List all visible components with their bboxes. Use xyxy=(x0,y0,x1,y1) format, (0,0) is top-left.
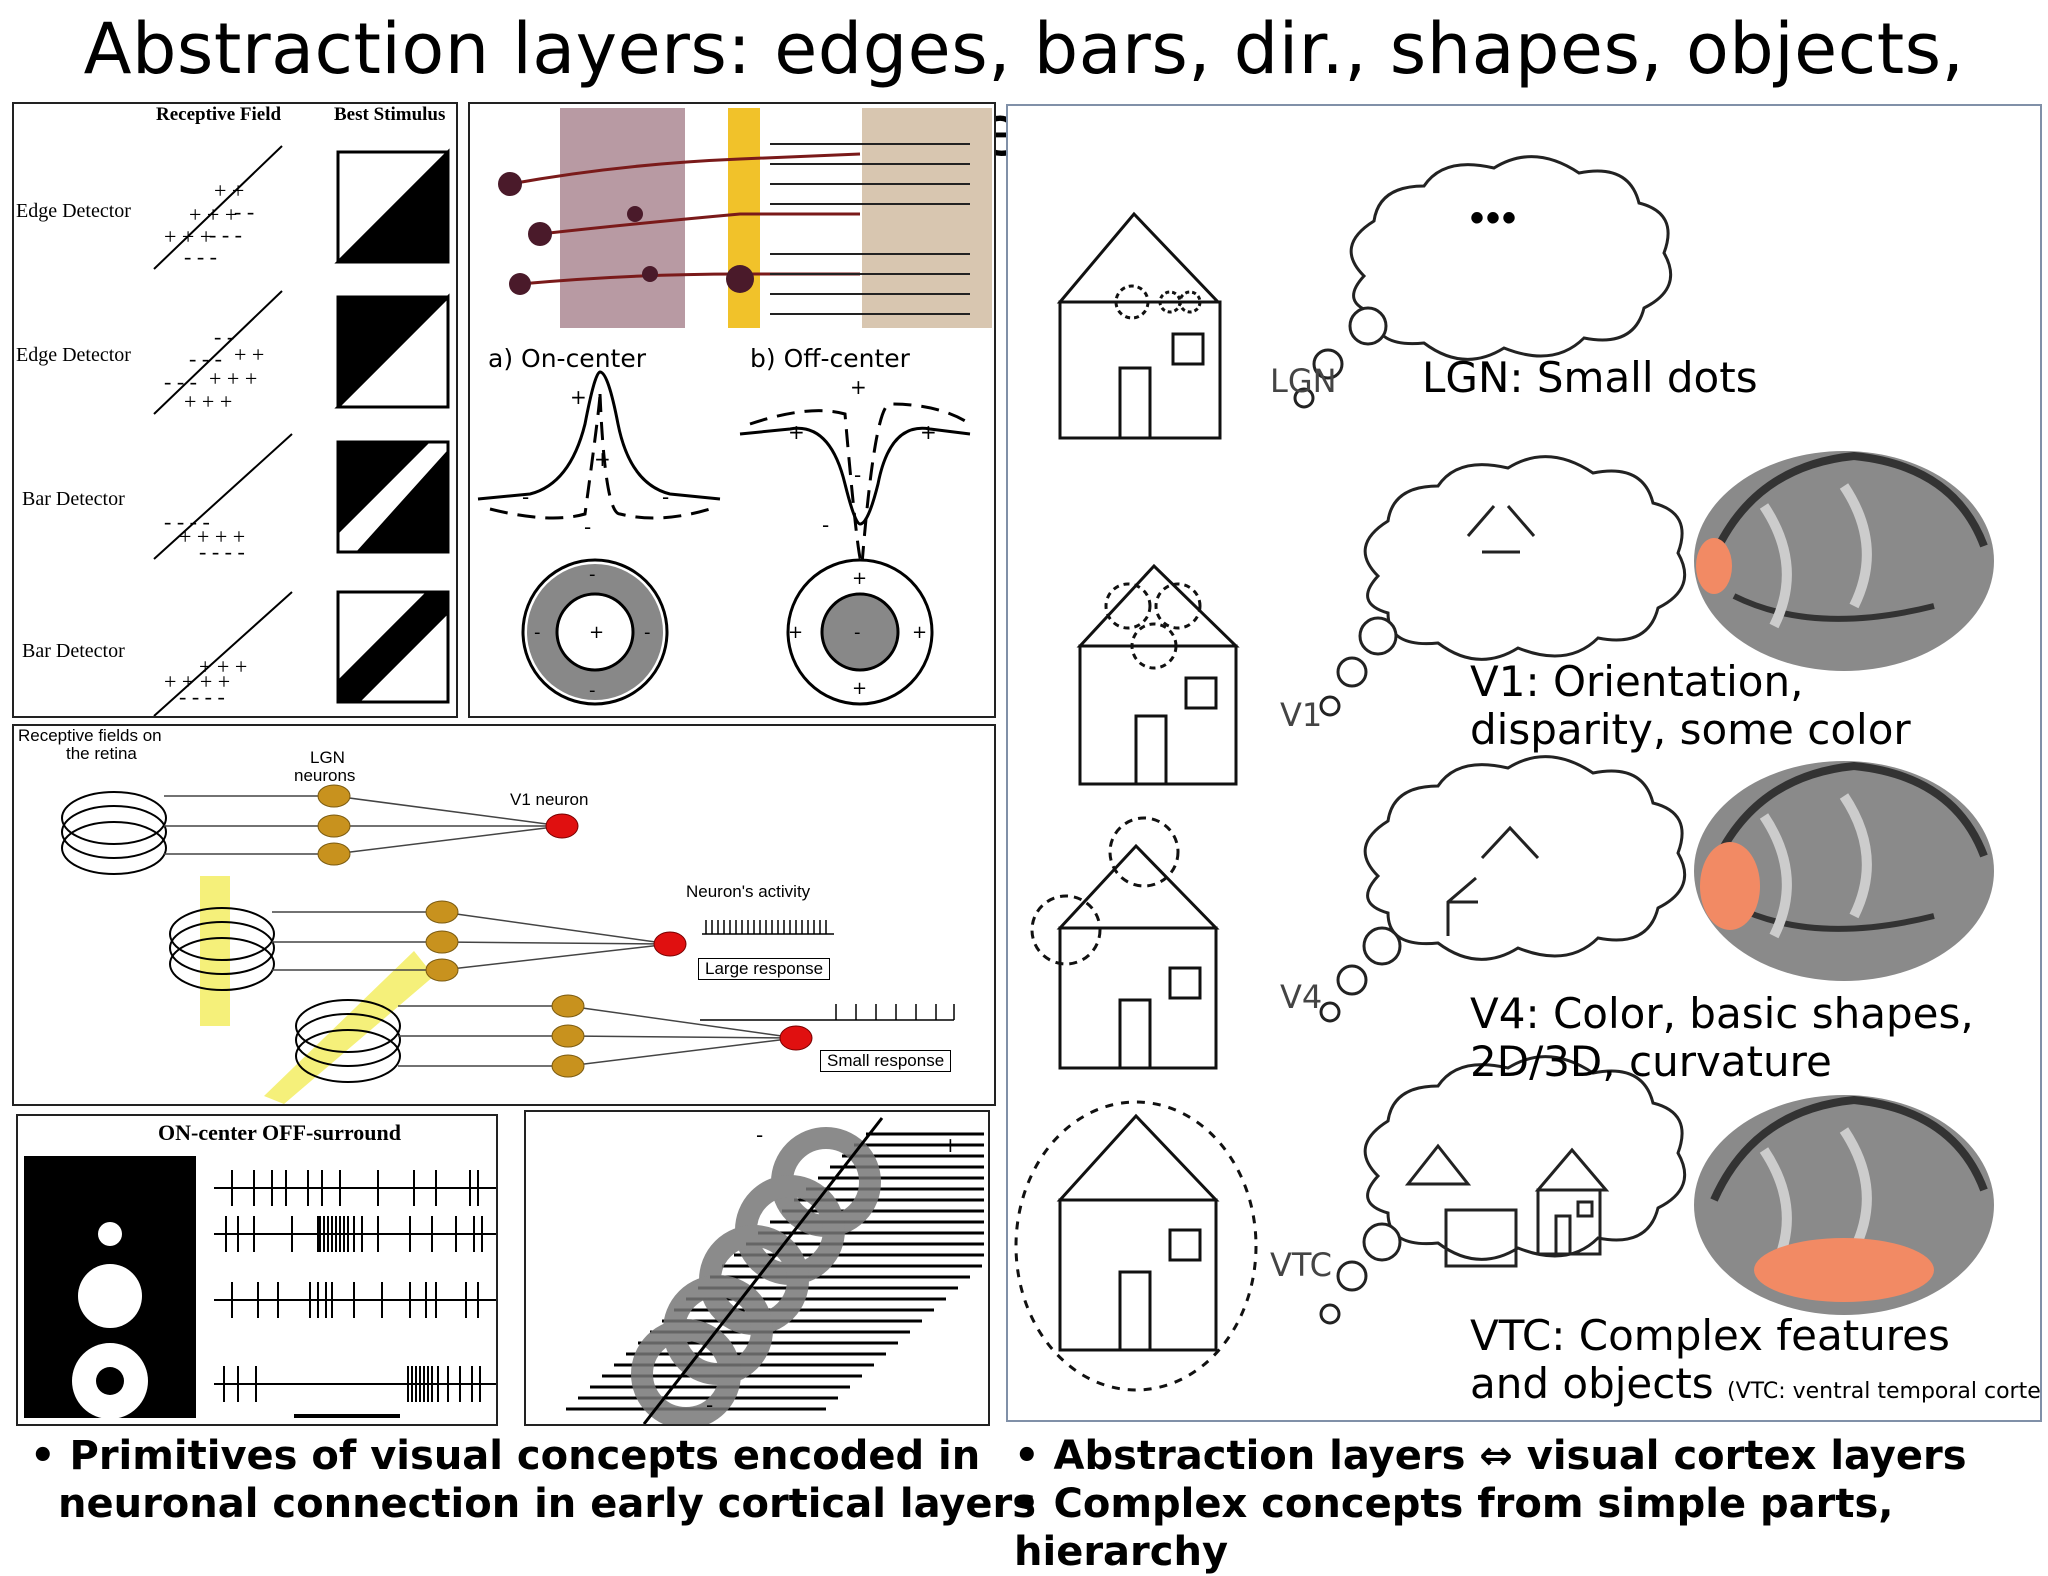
rf-label-line2: the retina xyxy=(66,744,137,763)
svg-text:-: - xyxy=(854,622,861,643)
receptive-field-header: Receptive Field xyxy=(156,104,282,125)
svg-text:+ + + +: + + + + xyxy=(164,669,230,694)
spike-panel-title: ON-center OFF-surround xyxy=(158,1120,401,1145)
oriented-fields-panel: - + - xyxy=(524,1110,990,1426)
svg-text:-: - xyxy=(534,622,541,643)
bullet-left-2: neuronal connection in early cortical la… xyxy=(58,1481,1037,1527)
bullet-right-1-text: Abstraction layers ⇔ visual cortex layer… xyxy=(1053,1433,1967,1479)
svg-text:+ + + +: + + + + xyxy=(179,524,245,549)
svg-text:+ + +: + + + xyxy=(189,202,237,227)
stage-label-v1: V1 xyxy=(1280,696,1323,734)
svg-text:- - - -: - - - - xyxy=(199,539,245,564)
bullet-dot: • xyxy=(1014,1481,1054,1527)
neuron-activity-label: Neuron's activity xyxy=(686,882,811,901)
svg-text:+ + +: + + + xyxy=(209,366,257,391)
svg-text:+: + xyxy=(594,447,611,471)
v1-neuron-label: V1 neuron xyxy=(510,790,589,809)
svg-text:+ + +: + + + xyxy=(164,224,212,249)
svg-text:+: + xyxy=(942,1133,959,1157)
bullet-left-1: • Primitives of visual concepts encoded … xyxy=(30,1432,980,1480)
svg-text:-: - xyxy=(854,463,861,487)
svg-text:+: + xyxy=(920,420,937,444)
svg-text:+ + +: + + + xyxy=(184,389,232,414)
desc-vtc-main: and objects xyxy=(1470,1359,1714,1408)
cortex-hierarchy-panel: ••• LGN V1 V4 VTC LGN: Small dots V1: Or… xyxy=(1006,104,2042,1422)
retina-lgn-v1-diagram xyxy=(61,784,955,1104)
small-response-box: Small response xyxy=(820,1050,952,1072)
retina-lgn-v1-panel: Receptive fields on the retina LGN neuro… xyxy=(12,724,996,1106)
svg-text:+: + xyxy=(912,622,927,643)
bullet-dot: • xyxy=(30,1433,70,1479)
svg-text:-: - xyxy=(522,485,529,509)
svg-text:- - -: - - - xyxy=(209,222,242,247)
retina-cells-illustration: + + - - - + + + - - + - - - - - + + + + xyxy=(477,108,992,706)
desc-v1-line1: V1: Orientation, xyxy=(1470,657,1804,706)
detector-label-3: Bar Detector xyxy=(22,488,125,510)
bullet-right-1: • Abstraction layers ⇔ visual cortex lay… xyxy=(1014,1432,1967,1480)
bullet-right-2: • Complex concepts from simple parts, hi… xyxy=(1014,1480,2048,1576)
svg-text:+: + xyxy=(852,678,867,699)
svg-text:-: - xyxy=(584,515,591,539)
detector-label-1: Edge Detector xyxy=(16,200,131,222)
oriented-fields-diagram: - + - xyxy=(566,1117,984,1424)
svg-text:-: - xyxy=(662,485,669,509)
desc-v4-line2: 2D/3D, curvature xyxy=(1470,1037,1832,1086)
svg-text:+ +: + + xyxy=(234,342,264,367)
desc-v1-line2: disparity, some color xyxy=(1470,705,1911,754)
svg-text:-: - xyxy=(589,680,596,701)
large-response-box: Large response xyxy=(698,958,831,980)
best-stimulus-header: Best Stimulus xyxy=(334,104,446,125)
svg-text:- - - -: - - - - xyxy=(164,509,210,534)
detector-diagrams: + + ++ + ++ + - - -- - -- - - - -- - -- … xyxy=(153,145,450,716)
desc-vtc-note: (VTC: ventral temporal cortex) xyxy=(1727,1379,2042,1404)
svg-text:+ +: + + xyxy=(214,178,244,203)
stage-label-v4: V4 xyxy=(1280,978,1323,1016)
svg-text:+: + xyxy=(589,622,604,643)
center-surround-panel: + + - - - + + + - - + - - - - - + + + + a) On-center b) … xyxy=(468,102,996,718)
svg-text:+: + xyxy=(788,622,803,643)
spike-train-panel: ON-center OFF-surround xyxy=(16,1114,498,1426)
desc-vtc-line2: and objects (VTC: ventral temporal corte… xyxy=(1470,1359,2042,1416)
svg-text:+ + +: + + + xyxy=(199,654,247,679)
stage-label-vtc: VTC xyxy=(1270,1246,1332,1284)
desc-v4-line1: V4: Color, basic shapes, xyxy=(1470,989,1974,1038)
lgn-label-line2: neurons xyxy=(294,766,356,785)
detector-label-4: Bar Detector xyxy=(22,640,125,662)
on-center-label: a) On-center xyxy=(488,344,646,373)
desc-lgn: LGN: Small dots xyxy=(1422,353,1758,402)
spike-train-diagram xyxy=(24,1156,496,1419)
lgn-label-line1: LGN xyxy=(310,748,345,767)
detector-label-2: Edge Detector xyxy=(16,344,131,366)
stage-label-lgn: LGN xyxy=(1270,362,1337,400)
rf-label-line1: Receptive fields on xyxy=(18,726,162,745)
svg-text:- - -: - - - xyxy=(164,369,197,394)
svg-text:- -: - - xyxy=(214,324,234,349)
svg-text:+: + xyxy=(850,375,867,399)
off-center-label: b) Off-center xyxy=(750,344,910,373)
svg-text:-: - xyxy=(589,564,596,585)
detectors-panel: Receptive Field Best Stimulus Edge Detec… xyxy=(12,102,458,718)
desc-vtc-line1: VTC: Complex features xyxy=(1470,1311,1950,1360)
svg-text:-: - xyxy=(822,513,829,537)
svg-text:- -: - - xyxy=(234,199,254,224)
cortex-hierarchy-diagram xyxy=(1014,155,1994,1392)
brain-images xyxy=(1694,451,1994,1315)
bullet-right-2-text: Complex concepts from simple parts, hier… xyxy=(1014,1481,1894,1575)
bullet-dot: • xyxy=(1014,1433,1054,1479)
svg-text:-: - xyxy=(644,622,651,643)
bullet-left-1-text: Primitives of visual concepts encoded in xyxy=(69,1433,981,1479)
cloud-dots: ••• xyxy=(1470,196,1519,240)
svg-text:+: + xyxy=(852,568,867,589)
svg-text:+: + xyxy=(788,420,805,444)
svg-text:-: - xyxy=(706,1393,713,1417)
svg-text:+: + xyxy=(570,385,587,409)
svg-text:- - -: - - - xyxy=(184,244,217,269)
svg-text:-: - xyxy=(756,1123,763,1147)
svg-text:- - -: - - - xyxy=(189,346,222,371)
svg-text:- - - -: - - - - xyxy=(179,684,225,709)
